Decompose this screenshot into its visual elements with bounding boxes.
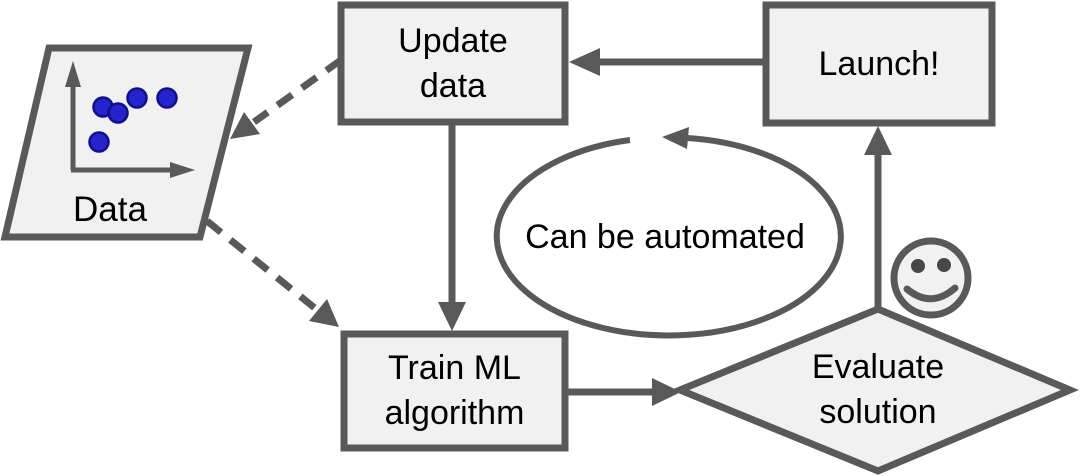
automation-cycle-ellipse — [493, 127, 844, 339]
arrow-data-to-train-dashed — [204, 218, 339, 327]
cycle-arrowhead-icon — [662, 127, 689, 149]
evaluate-diamond — [670, 305, 1080, 475]
launch-box — [762, 1, 996, 127]
arrow-evaluate-to-launch — [864, 126, 892, 309]
data-parallelogram — [0, 44, 253, 241]
smiley-face-icon — [890, 237, 972, 319]
update-data-box — [337, 1, 569, 126]
train-ml-box — [340, 330, 569, 452]
arrow-update-to-train — [438, 121, 466, 331]
scatter-plot-icon — [65, 61, 195, 178]
arrow-launch-to-update — [569, 48, 766, 76]
arrow-update-to-data-dashed — [230, 57, 344, 139]
arrow-train-to-evaluate — [565, 378, 681, 406]
